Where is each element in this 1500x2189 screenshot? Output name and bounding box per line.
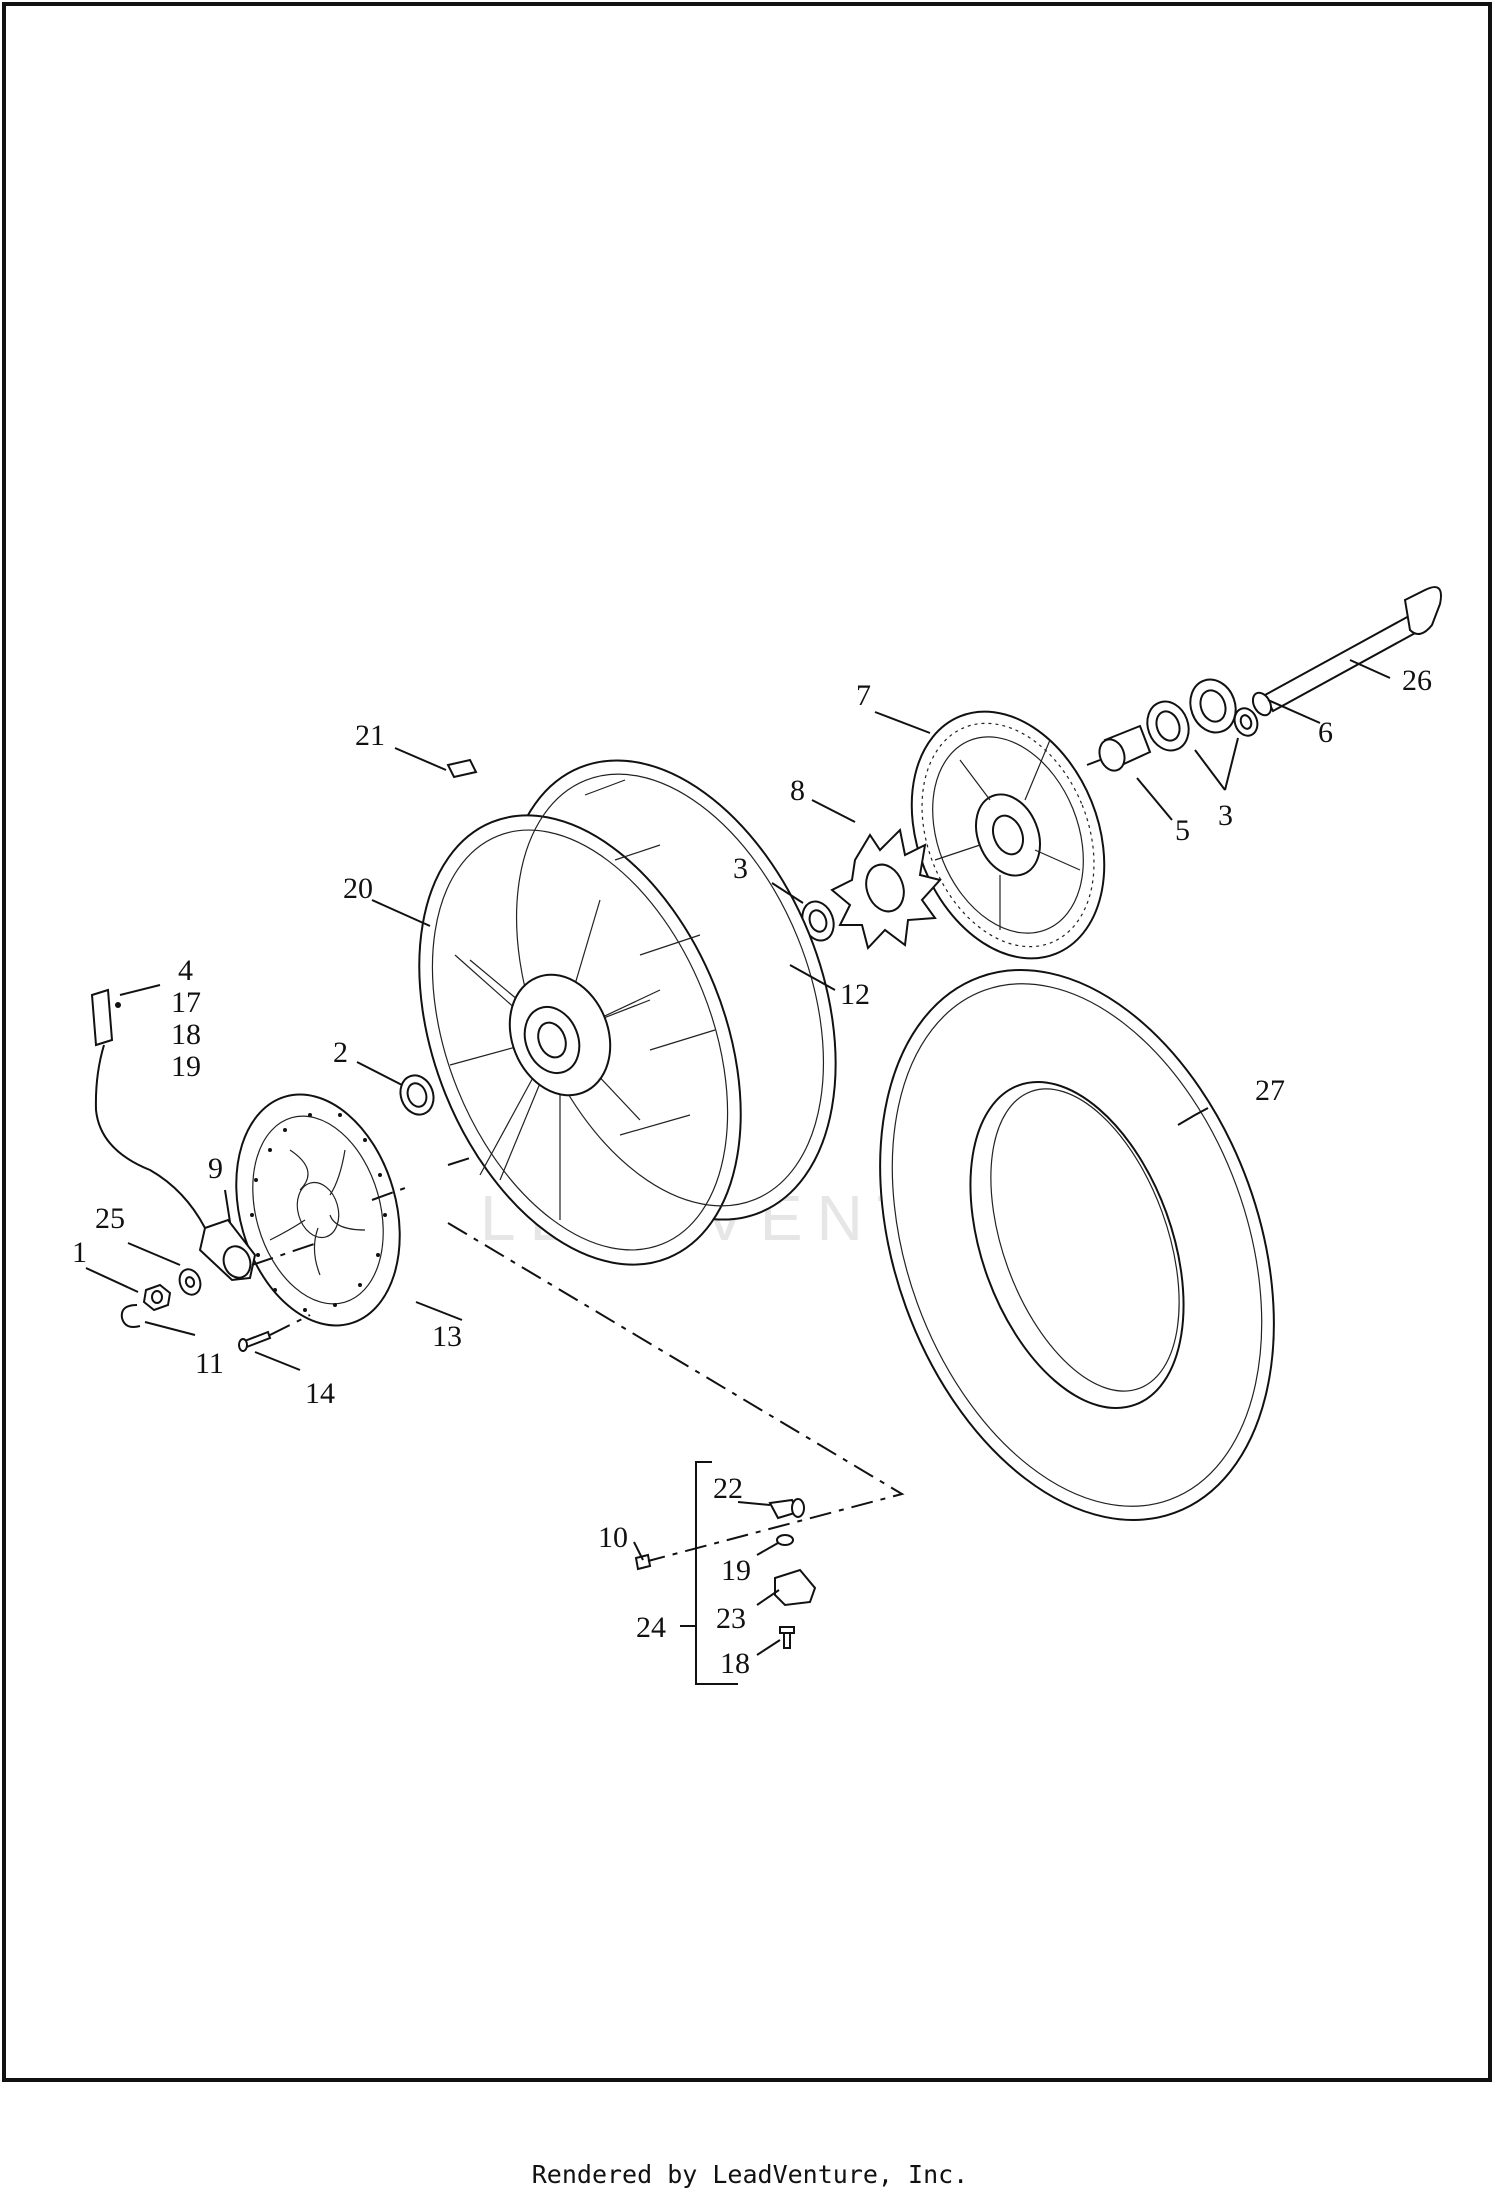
callout-4: 4 xyxy=(178,954,193,987)
centerline-pulley xyxy=(1086,759,1101,766)
callout-7: 7 xyxy=(856,679,871,712)
callouts: 21 7 26 6 8 5 3 3 20 12 4 17 18 19 27 2 … xyxy=(72,664,1432,1680)
drive-pulley xyxy=(910,710,1106,960)
callout-3-right: 3 xyxy=(1218,799,1233,832)
bearing-right-outer xyxy=(1189,678,1237,734)
spacer-ring xyxy=(1233,707,1259,737)
tpms-screw xyxy=(779,1626,795,1649)
callout-9: 9 xyxy=(208,1152,223,1185)
callout-24: 24 xyxy=(636,1611,666,1644)
callout-18-tpms: 18 xyxy=(720,1647,750,1680)
balance-weight xyxy=(446,758,478,779)
cush-drive xyxy=(830,827,942,950)
callout-11: 11 xyxy=(195,1347,224,1380)
callout-1: 1 xyxy=(72,1236,87,1269)
callout-6: 6 xyxy=(1318,716,1333,749)
tpms-sensor xyxy=(774,1568,817,1607)
callout-19: 19 xyxy=(171,1050,201,1083)
centerline-tpms xyxy=(447,1222,905,1562)
callout-14: 14 xyxy=(305,1377,335,1410)
callout-23: 23 xyxy=(716,1602,746,1635)
wheel-speed-sensor xyxy=(90,988,206,1229)
callout-21: 21 xyxy=(355,719,385,752)
tpms-valve xyxy=(768,1498,805,1520)
callout-18: 18 xyxy=(171,1018,201,1051)
axle-nut xyxy=(142,1283,172,1312)
callout-12: 12 xyxy=(840,978,870,1011)
callout-2: 2 xyxy=(333,1036,348,1069)
callout-8: 8 xyxy=(790,774,805,807)
callout-25: 25 xyxy=(95,1202,125,1235)
callout-13: 13 xyxy=(432,1320,462,1353)
sleeve xyxy=(1098,724,1152,772)
diagram-frame xyxy=(2,2,1492,2082)
callout-10: 10 xyxy=(598,1521,628,1554)
tpms-valve-cap xyxy=(634,1553,652,1571)
centerline-axle xyxy=(251,1157,471,1266)
callout-19-tpms: 19 xyxy=(721,1554,751,1587)
bearing-right-inner xyxy=(1146,700,1190,752)
callout-27: 27 xyxy=(1255,1074,1285,1107)
centerline-bolt xyxy=(269,1314,311,1336)
callout-5: 5 xyxy=(1175,814,1190,847)
abs-sensor-bracket xyxy=(198,1218,257,1282)
callout-20: 20 xyxy=(343,872,373,905)
washer xyxy=(178,1268,202,1296)
brake-rotor xyxy=(235,1093,401,1327)
callout-17: 17 xyxy=(171,986,201,1019)
left-wheel-bearing xyxy=(399,1074,435,1116)
rear-tire xyxy=(879,969,1275,1521)
callout-26: 26 xyxy=(1402,664,1432,697)
axle xyxy=(1251,586,1442,717)
tpms-grommet xyxy=(776,1534,794,1546)
bearing-left xyxy=(801,900,835,942)
rear-wheel xyxy=(418,759,837,1266)
leader-lines xyxy=(85,659,1391,1656)
callout-3-left: 3 xyxy=(733,852,748,885)
rotor-bolt xyxy=(238,1330,272,1352)
tpms-group-bracket xyxy=(695,1461,738,1685)
callout-22: 22 xyxy=(713,1472,743,1505)
e-clip xyxy=(120,1304,141,1328)
render-credit: Rendered by LeadVenture, Inc. xyxy=(531,2160,969,2189)
